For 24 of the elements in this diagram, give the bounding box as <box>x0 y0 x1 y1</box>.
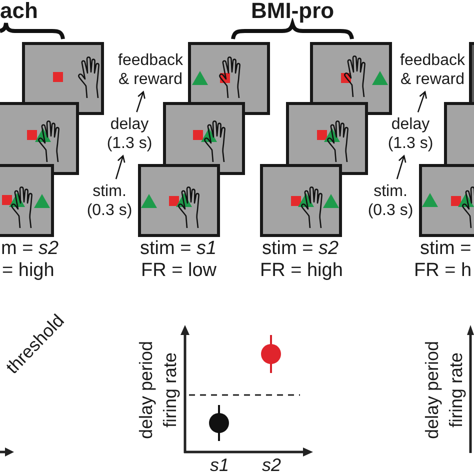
section-title: BMI-pro <box>251 0 334 22</box>
condition-label: stim = s2 <box>262 238 339 260</box>
condition-label: m = s2 <box>1 238 59 260</box>
arrow <box>396 155 406 180</box>
section-title: ach <box>0 0 38 22</box>
condition-label: FR = high <box>260 260 343 282</box>
condition-label: stim = <box>420 238 472 260</box>
condition-label: = high <box>2 260 54 282</box>
step-label: feedback & reward <box>399 51 466 89</box>
arrow <box>417 91 428 112</box>
step-label: feedback & reward <box>117 51 184 89</box>
condition-label: stim = s1 <box>140 238 217 260</box>
axis-title: delay period firing rate <box>421 340 467 442</box>
axis-title: delay period firing rate <box>135 340 181 442</box>
step-label: stim. (0.3 s) <box>367 182 414 220</box>
step-label: delay (1.3 s) <box>387 115 434 153</box>
step-label: delay (1.3 s) <box>106 115 153 153</box>
arrow <box>136 91 146 112</box>
step-label: stim. (0.3 s) <box>86 182 133 220</box>
arrow <box>115 155 126 180</box>
axis-tick-label: s2 <box>262 456 282 474</box>
axis-tick-label: s1 <box>210 456 230 474</box>
condition-label: FR = low <box>141 260 216 282</box>
condition-label: FR = h <box>414 260 472 282</box>
